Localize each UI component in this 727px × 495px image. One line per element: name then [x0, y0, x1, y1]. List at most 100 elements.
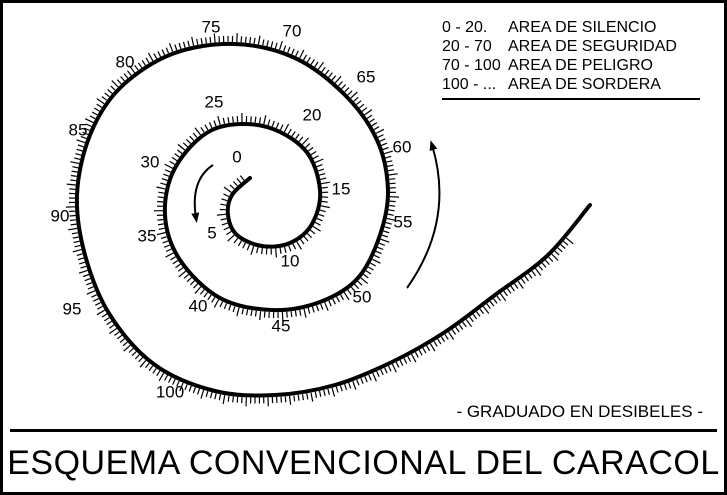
- spiral-tick: [378, 242, 386, 246]
- spiral-tick: [205, 37, 207, 44]
- spiral-tick: [356, 100, 362, 106]
- spiral-tick: [261, 248, 263, 255]
- spiral-tick: [262, 39, 265, 46]
- spiral-tick: [295, 50, 299, 57]
- legend-range: 70 - 100: [442, 57, 501, 74]
- spiral-tick: [104, 92, 110, 98]
- graduation-subtitle: - GRADUADO EN DESIBELES -: [456, 402, 703, 421]
- spiral-tick: [96, 309, 105, 316]
- spiral-tick: [314, 221, 321, 226]
- spiral-tick: [339, 294, 345, 301]
- spiral-tick: [350, 91, 358, 99]
- spiral-tick: [114, 331, 120, 336]
- spiral-tick: [391, 363, 397, 373]
- spiral-tick: [220, 218, 227, 221]
- spiral-tick: [227, 117, 230, 124]
- spiral-tick: [375, 128, 385, 134]
- spiral-tick: [200, 38, 203, 45]
- spiral-tick: [158, 372, 165, 382]
- spiral-tick: [134, 64, 139, 71]
- spiral-tick: [352, 381, 357, 390]
- spiral-tick: [87, 286, 94, 290]
- spiral-tick: [458, 324, 464, 330]
- spiral-tick: [83, 127, 90, 132]
- scale-label: 80: [116, 52, 135, 71]
- scale-label: 40: [189, 296, 208, 315]
- scale-label: 35: [138, 226, 157, 245]
- spiral-tick: [386, 160, 393, 163]
- spiral-tick: [387, 169, 395, 172]
- spiral-tick: [388, 209, 395, 212]
- spiral-tick: [147, 52, 154, 62]
- spiral-tick: [339, 385, 343, 392]
- spiral-tick: [170, 256, 176, 261]
- spiral-tick: [242, 242, 246, 249]
- spiral-tick: [152, 368, 157, 374]
- spiral-tick: [223, 193, 230, 198]
- spiral-tick: [296, 241, 303, 250]
- spiral-tick: [385, 222, 392, 225]
- spiral-tick: [220, 203, 227, 206]
- spiral-tick: [71, 170, 78, 173]
- spiral-tick: [388, 173, 398, 176]
- spiral-tick: [80, 265, 87, 269]
- spiral-tick: [246, 244, 251, 251]
- spiral-tick: [178, 270, 187, 278]
- spiral-tick: [128, 347, 134, 353]
- spiral-tick: [232, 181, 238, 187]
- spiral-tick: [437, 338, 442, 345]
- spiral-tick: [138, 357, 144, 363]
- spiral-tick: [141, 59, 146, 66]
- spiral-tick: [85, 123, 92, 128]
- spiral-tick: [157, 51, 162, 58]
- spiral-tick: [364, 109, 373, 116]
- legend-item: 70 - 100 AREA DE PELIGRO: [442, 56, 702, 75]
- spiral-tick: [411, 353, 417, 363]
- spiral-tick: [306, 232, 313, 239]
- spiral-tick: [127, 70, 132, 76]
- spiral-tick: [348, 382, 352, 389]
- spiral-tick: [101, 313, 108, 318]
- spiral-tick: [557, 247, 563, 253]
- spiral-tick: [301, 394, 304, 401]
- spiral-tick: [531, 270, 537, 277]
- spiral-tick: [426, 345, 431, 352]
- spiral-tick: [69, 214, 76, 217]
- spiral-tick: [334, 75, 342, 84]
- spiral-tick: [161, 178, 168, 182]
- spiral-tick: [259, 311, 262, 321]
- spiral-tick: [165, 248, 172, 253]
- spiral-tick: [496, 295, 501, 302]
- spiral-tick: [184, 384, 188, 391]
- spiral-tick: [271, 120, 275, 127]
- spiral-tick: [204, 124, 209, 131]
- spiral-tick: [218, 394, 222, 401]
- spiral-tick: [294, 310, 297, 317]
- legend-label: AREA DE SILENCIO: [508, 19, 657, 36]
- spiral-tick: [213, 33, 216, 43]
- spiral-tick: [503, 290, 508, 297]
- spiral-tick: [347, 289, 352, 296]
- spiral-tick: [232, 306, 236, 313]
- spiral-tick: [174, 153, 180, 158]
- spiral-tick: [156, 370, 161, 377]
- spiral-tick: [389, 204, 396, 207]
- spiral-tick: [286, 311, 288, 318]
- legend-divider: [442, 98, 700, 100]
- spiral-tick: [373, 126, 380, 131]
- spiral-tick: [237, 240, 243, 247]
- spiral-tick: [158, 227, 165, 230]
- scale-label: 55: [394, 212, 413, 231]
- spiral-tick: [223, 303, 228, 310]
- spiral-tick: [79, 261, 86, 265]
- spiral-tick: [332, 298, 336, 305]
- spiral-tick: [232, 116, 234, 123]
- spiral-tick: [226, 230, 232, 236]
- outer-arrow-icon: [406, 140, 441, 289]
- spiral-tick: [306, 393, 309, 400]
- spiral-tick: [380, 369, 384, 376]
- spiral-tick: [267, 119, 271, 126]
- spiral-tick: [153, 53, 158, 60]
- spiral-tick: [227, 234, 235, 242]
- spiral-tick: [244, 36, 247, 43]
